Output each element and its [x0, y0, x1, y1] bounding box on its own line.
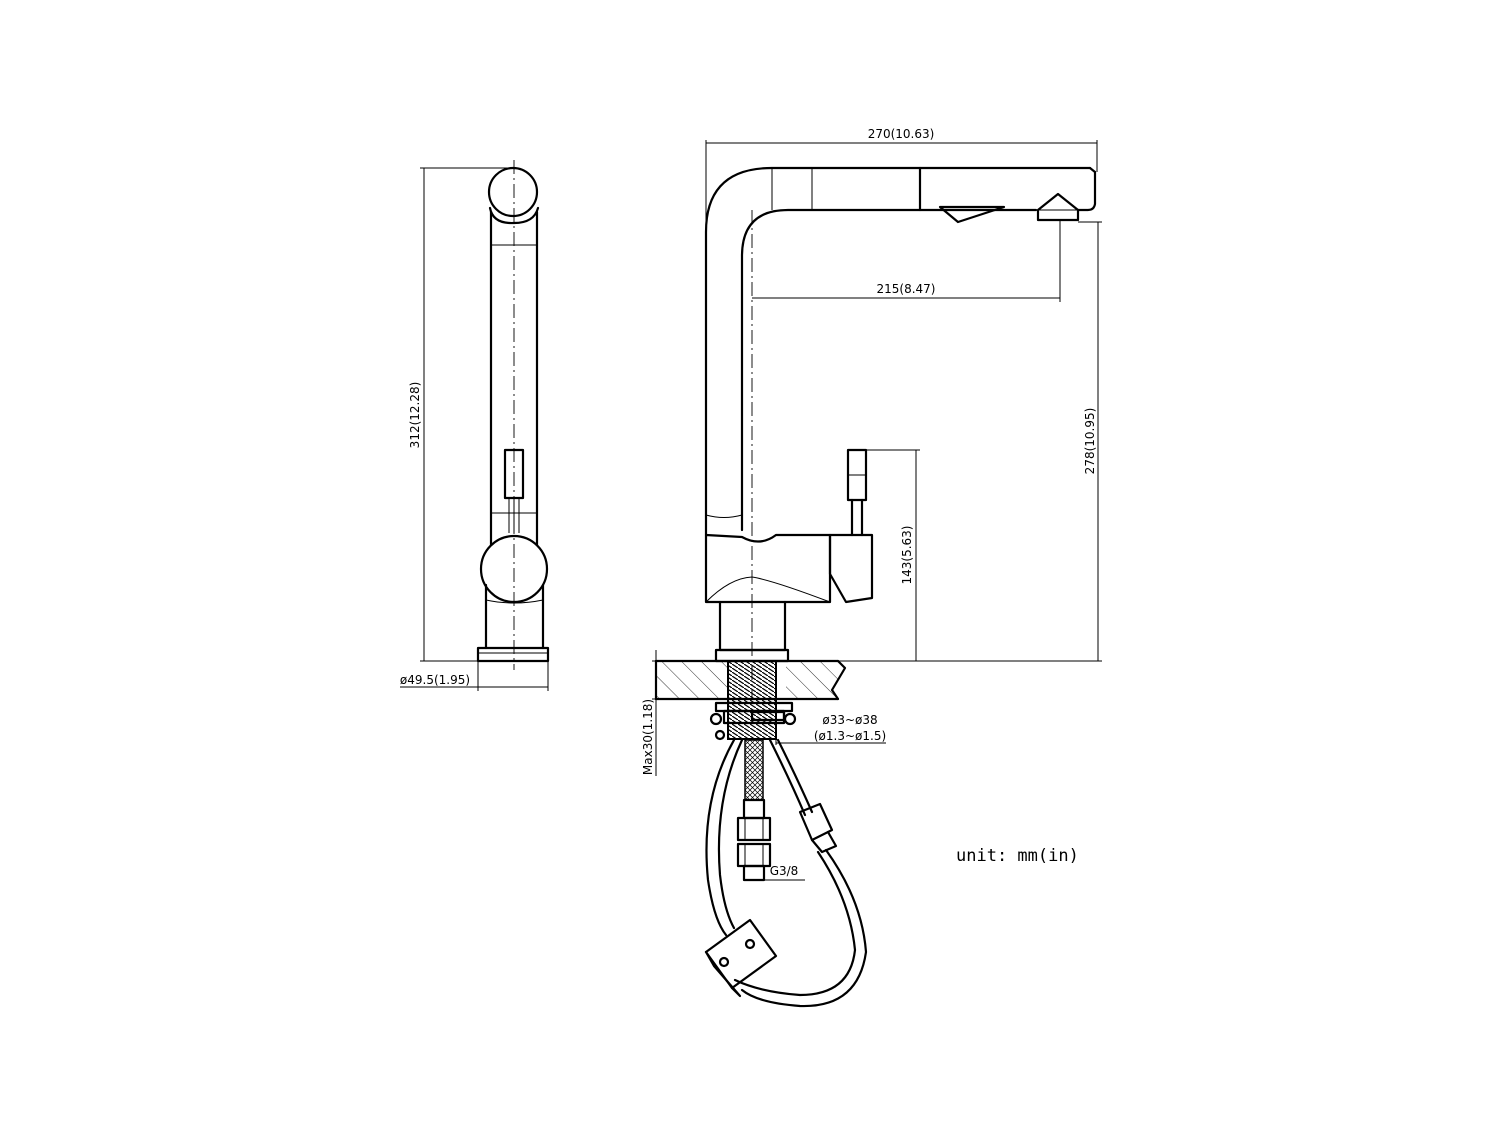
overall-length-dimension: 270(10.63) — [705, 127, 1098, 232]
base-diameter-dimension: ø49.5(1.95) — [400, 661, 549, 691]
front-view — [704, 166, 1097, 700]
max-deck-label: Max30(1.18) — [641, 699, 655, 775]
spout-reach-dimension: 215(8.47) — [752, 220, 1061, 302]
hole-diameter-dimension: ø33~ø38 (ø1.3~ø1.5) — [775, 713, 886, 745]
countertop-section — [654, 659, 847, 741]
unit-note: unit: mm(in) — [956, 846, 1079, 866]
base-diameter-label: ø49.5(1.95) — [400, 673, 470, 687]
max-deck-dimension: Max30(1.18) — [641, 650, 657, 776]
spout-reach-label: 215(8.47) — [877, 282, 936, 296]
overall-length-label: 270(10.63) — [868, 127, 935, 141]
thread-label: G3/8 — [770, 864, 799, 878]
hole-diameter-mm-label: ø33~ø38 — [822, 713, 877, 727]
spout-height-dimension: 278(10.95) — [838, 221, 1102, 662]
side-height-label: 312(12.28) — [408, 382, 422, 449]
lever-height-dimension: 143(5.63) — [866, 449, 920, 661]
side-height-dimension: 312(12.28) — [408, 167, 510, 662]
side-view — [476, 160, 550, 670]
hole-diameter-in-label: (ø1.3~ø1.5) — [814, 729, 886, 743]
lever-height-label: 143(5.63) — [900, 526, 914, 585]
supply-hoses — [704, 738, 868, 1008]
spout-height-label: 278(10.95) — [1083, 408, 1097, 475]
thread-dimension: G3/8 — [744, 864, 805, 881]
